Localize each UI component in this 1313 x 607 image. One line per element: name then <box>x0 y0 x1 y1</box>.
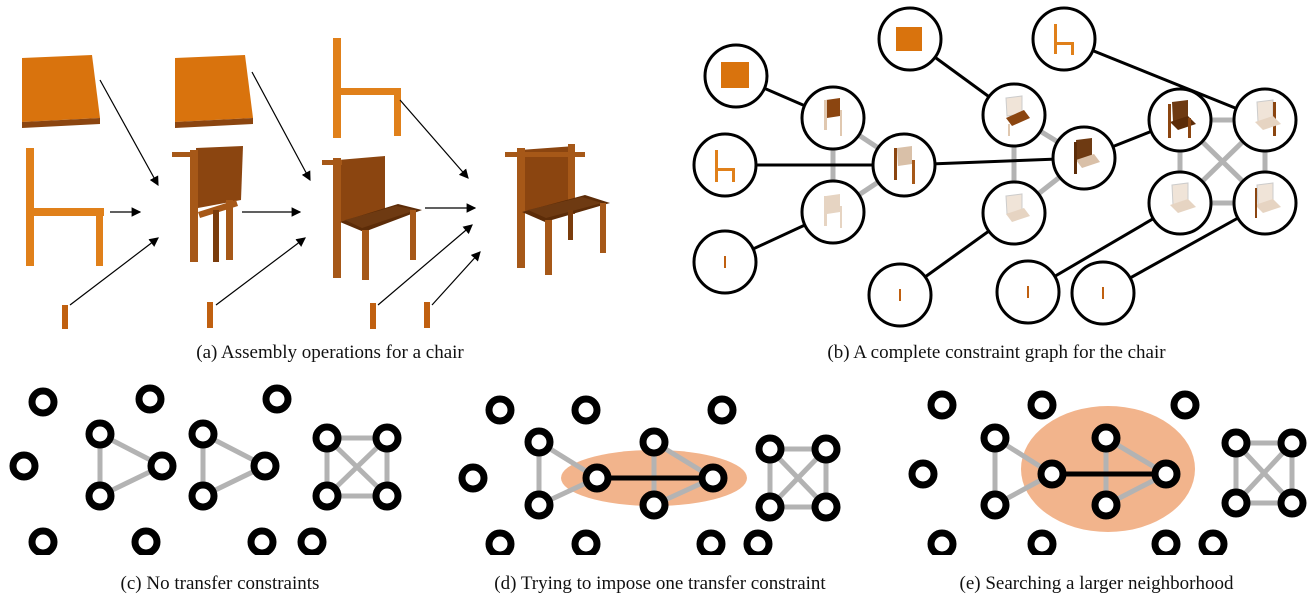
caption-d: (d) Trying to impose one transfer constr… <box>494 573 826 594</box>
caption-b: (b) A complete constraint graph for the … <box>827 342 1166 363</box>
graph-nodes <box>692 6 1298 328</box>
partial-chair-1 <box>172 146 243 262</box>
panel-b-constraint-graph: (b) A complete constraint graph for the … <box>680 0 1313 370</box>
caption-c: (c) No transfer constraints <box>120 573 320 594</box>
panel-a-assembly-operations: (a) Assembly operations for a chair <box>0 0 660 363</box>
node-side-1 <box>1031 6 1097 72</box>
panel-e-larger-neighborhood: (e) Searching a larger neighborhood <box>880 375 1313 607</box>
partial-chair-2 <box>322 156 422 280</box>
panel-c-no-transfer: (c) No transfer constraints <box>0 375 440 607</box>
side-frame-part-2 <box>333 38 401 138</box>
leg-part-1 <box>62 305 68 329</box>
caption-e: (e) Searching a larger neighborhood <box>959 573 1234 594</box>
complete-chair <box>505 144 610 275</box>
graph-c <box>9 384 402 555</box>
seat-part-1 <box>22 55 100 128</box>
leg-part-2 <box>207 302 213 328</box>
side-frame-part-1 <box>26 148 104 266</box>
node-chair-a1 <box>800 85 866 151</box>
panel-d-one-transfer: (d) Trying to impose one transfer constr… <box>440 375 880 607</box>
node-side-2 <box>692 132 758 198</box>
black-edges <box>724 37 1266 297</box>
assembly-arrows <box>69 71 481 306</box>
node-icons <box>715 24 1281 301</box>
leg-part-3 <box>370 303 376 329</box>
graph-d <box>458 395 841 555</box>
constraint-graph <box>692 6 1298 328</box>
graph-e <box>908 390 1307 555</box>
assembly-diagram <box>22 38 610 329</box>
seat-part-2 <box>175 55 253 128</box>
leg-part-4 <box>424 302 430 328</box>
caption-a: (a) Assembly operations for a chair <box>196 342 464 363</box>
